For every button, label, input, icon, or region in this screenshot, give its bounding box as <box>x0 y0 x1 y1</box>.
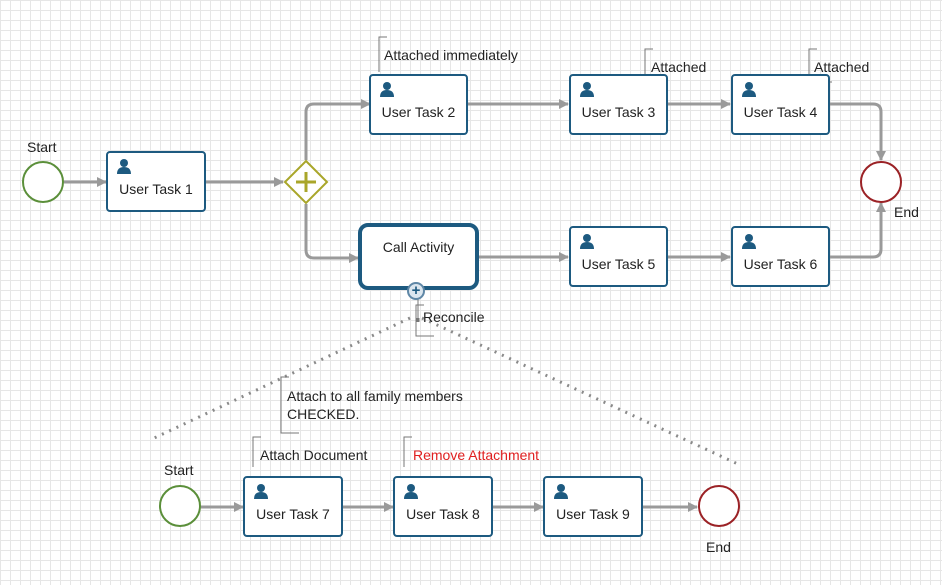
user-icon <box>380 82 394 97</box>
task-label: User Task 9 <box>556 506 630 522</box>
flow-task6-end <box>829 202 886 259</box>
user-task-6[interactable]: User Task 6 <box>731 226 830 287</box>
flow-task4-end <box>829 102 886 161</box>
user-icon <box>117 159 131 174</box>
user-task-9[interactable]: User Task 9 <box>543 476 643 537</box>
user-task-7[interactable]: User Task 7 <box>243 476 343 537</box>
task-label: User Task 6 <box>743 256 818 272</box>
user-task-8[interactable]: User Task 8 <box>393 476 493 537</box>
expand-line-left <box>149 316 411 442</box>
user-task-1[interactable]: User Task 1 <box>106 151 206 212</box>
flow-gateway-task2 <box>304 99 371 160</box>
user-task-5[interactable]: User Task 5 <box>569 226 668 287</box>
user-icon <box>742 82 756 97</box>
user-icon <box>580 234 594 249</box>
task-label: User Task 7 <box>256 506 330 522</box>
annotation-task3: Attached <box>651 59 707 75</box>
user-task-2[interactable]: User Task 2 <box>369 74 468 135</box>
task-label: User Task 2 <box>381 104 456 120</box>
boundary-label-reconcile: Reconcile <box>423 309 485 325</box>
sub-end-label: End <box>706 539 731 555</box>
end-event[interactable] <box>860 161 902 203</box>
call-activity[interactable]: Call Activity + <box>358 223 479 300</box>
task-label: User Task 3 <box>581 104 656 120</box>
call-activity-label: Call Activity <box>382 239 455 255</box>
annotation-task2: Attached immediately <box>384 47 518 63</box>
user-task-3[interactable]: User Task 3 <box>569 74 668 135</box>
annotation-bracket-reconcile <box>415 304 434 337</box>
end-label: End <box>894 204 919 220</box>
annotation-bracket-task7 <box>252 436 261 467</box>
user-icon <box>254 484 268 499</box>
start-event[interactable] <box>22 161 64 203</box>
annotation-bracket-task8 <box>403 436 412 467</box>
parallel-gateway[interactable] <box>283 159 329 205</box>
user-task-4[interactable]: User Task 4 <box>731 74 830 135</box>
annotation-family-line1: Attach to all family members <box>287 388 463 404</box>
task-label: User Task 1 <box>119 181 193 197</box>
annotation-task7: Attach Document <box>260 447 368 463</box>
annotation-family-line2: CHECKED. <box>287 406 360 422</box>
annotation-bracket-family <box>280 376 299 434</box>
task-label: User Task 5 <box>581 256 656 272</box>
task-label: User Task 8 <box>406 506 480 522</box>
task-label: User Task 4 <box>743 104 818 120</box>
user-icon <box>554 484 568 499</box>
annotation-task4: Attached <box>814 59 870 75</box>
flow-gateway-callactivity <box>304 204 359 263</box>
start-label: Start <box>27 139 57 155</box>
annotation-task8: Remove Attachment <box>413 447 540 463</box>
user-icon <box>742 234 756 249</box>
expand-icon[interactable]: + <box>407 282 425 300</box>
sub-end-event[interactable] <box>698 485 740 527</box>
user-icon <box>580 82 594 97</box>
annotation-bracket-task2 <box>378 36 387 72</box>
sub-start-label: Start <box>164 462 194 478</box>
sub-start-event[interactable] <box>159 485 201 527</box>
user-icon <box>404 484 418 499</box>
expand-line-right <box>421 316 741 467</box>
